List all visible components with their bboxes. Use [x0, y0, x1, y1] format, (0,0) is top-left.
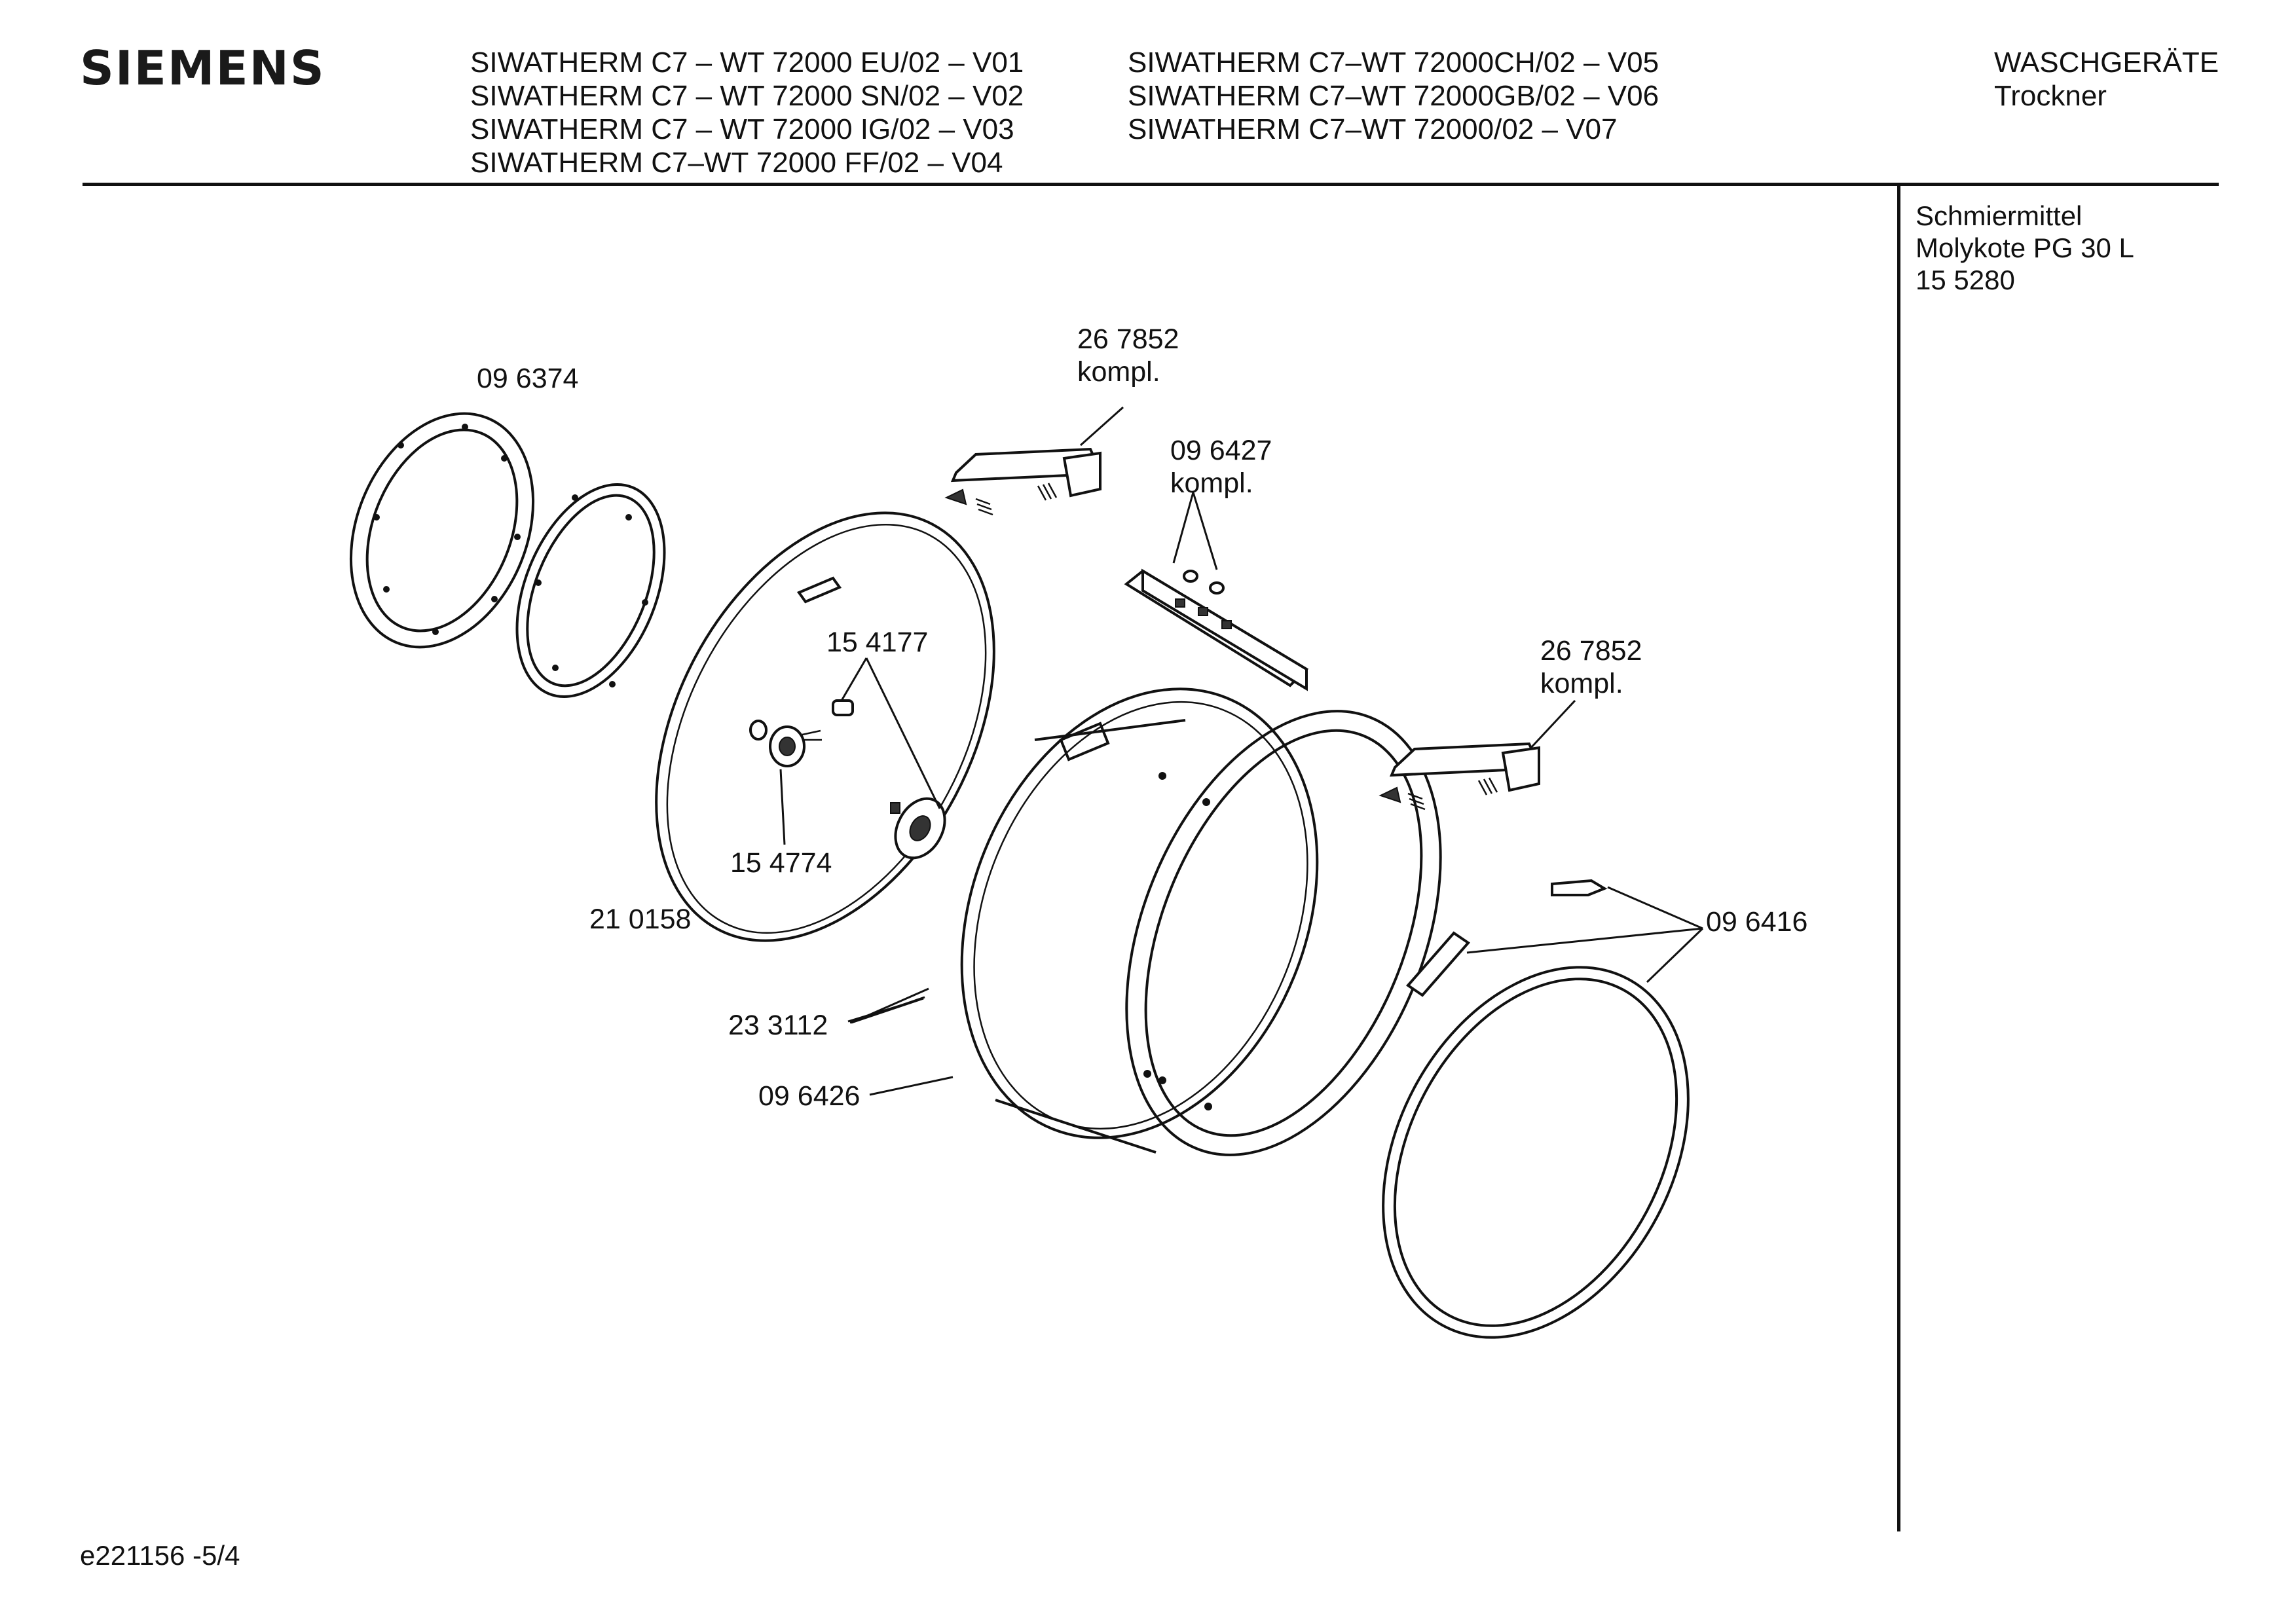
label-233112: 23 3112 — [728, 1010, 828, 1041]
category-title: WASCHGERÄTE — [1994, 46, 2219, 79]
note-line: Schmiermittel — [1916, 200, 2083, 231]
label-096426: 09 6426 — [758, 1080, 860, 1112]
ring-096374 — [349, 412, 535, 649]
leader-lines — [779, 406, 1704, 1024]
model-list-right: SIWATHERM C7–WT 72000CH/02 – V05 SIWATHE… — [1128, 46, 1659, 146]
note-line: 15 5280 — [1916, 265, 2015, 295]
label-267852-upper: 26 7852 — [1077, 323, 1179, 355]
model-line: SIWATHERM C7–WT 72000GB/02 – V06 — [1128, 80, 1659, 112]
label-154774: 15 4774 — [730, 847, 832, 879]
model-line: SIWATHERM C7–WT 72000 FF/02 – V04 — [470, 147, 1003, 179]
category-subtitle: Trockner — [1994, 80, 2107, 112]
drawing-code: e221156 -5/4 — [80, 1540, 240, 1571]
label-154177: 15 4177 — [826, 627, 928, 658]
label-096374: 09 6374 — [477, 363, 578, 394]
label-210158: 21 0158 — [589, 904, 691, 935]
siemens-logo: SIEMENS — [80, 41, 325, 96]
part-labels: 09 6374 26 7852 kompl. 09 6427 kompl. 15… — [477, 323, 1807, 1112]
gasket-ring — [515, 483, 666, 699]
label-096416: 09 6416 — [1706, 906, 1807, 938]
model-line: SIWATHERM C7 – WT 72000 IG/02 – V03 — [470, 113, 1014, 145]
model-list-left: SIWATHERM C7 – WT 72000 EU/02 – V01 SIWA… — [470, 46, 1024, 179]
label-267852-lower-kompl: kompl. — [1540, 668, 1623, 699]
seal-ring-096416 — [1382, 879, 1690, 1339]
leader-lines-lower-left — [849, 996, 954, 1096]
model-line: SIWATHERM C7–WT 72000CH/02 – V05 — [1128, 46, 1659, 79]
lifter-rib-096427 — [1124, 568, 1309, 691]
model-line: SIWATHERM C7 – WT 72000 SN/02 – V02 — [470, 80, 1024, 112]
label-096427: 09 6427 — [1170, 435, 1272, 466]
drum-rear-wall-210158 — [655, 511, 995, 942]
model-line: SIWATHERM C7–WT 72000/02 – V07 — [1128, 113, 1618, 145]
label-096427-kompl: kompl. — [1170, 467, 1253, 499]
sidebar-divider — [1897, 186, 1900, 1531]
lubricant-note: Schmiermittel Molykote PG 30 L 15 5280 — [1916, 200, 2134, 296]
header-rule — [83, 183, 2219, 186]
label-267852-upper-kompl: kompl. — [1077, 356, 1160, 388]
lifter-assembly-267852-upper — [944, 447, 1102, 516]
note-line: Molykote PG 30 L — [1916, 232, 2134, 263]
drum-shell-233112 — [960, 687, 1442, 1156]
model-line: SIWATHERM C7 – WT 72000 EU/02 – V01 — [470, 46, 1024, 79]
label-267852-lower: 26 7852 — [1540, 635, 1642, 667]
category-block: WASCHGERÄTE Trockner — [1994, 46, 2219, 113]
lifter-assembly-267852-lower — [1379, 742, 1540, 811]
